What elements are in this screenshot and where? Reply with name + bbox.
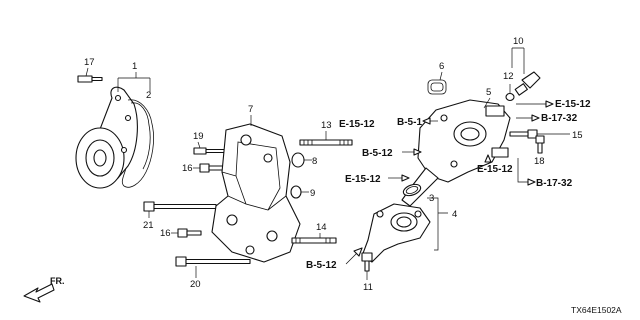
bolt-20 [175, 256, 251, 267]
callout-6: 6 [439, 61, 444, 72]
stud-14 [291, 237, 337, 244]
callout-5: 5 [486, 87, 491, 98]
mounting-bracket-7 [211, 123, 301, 263]
ref-e-15-12-mid[interactable]: E-15-12 [339, 119, 375, 130]
callout-21: 21 [143, 220, 154, 231]
ref-e-15-12-lower-right[interactable]: E-15-12 [477, 164, 513, 175]
ref-e-15-12-top-right[interactable]: E-15-12 [555, 99, 591, 110]
callout-16a: 16 [182, 163, 193, 174]
bolt-17 [77, 75, 103, 83]
callout-16b: 16 [160, 228, 171, 239]
bolt-19 [193, 147, 229, 155]
bolt-16-lower [177, 228, 202, 238]
callout-11: 11 [363, 282, 373, 293]
callout-9: 9 [310, 188, 315, 199]
callout-7: 7 [248, 104, 253, 115]
washer-12 [505, 92, 515, 102]
callout-15: 15 [572, 130, 583, 141]
callout-1: 1 [132, 61, 137, 72]
callout-19: 19 [193, 131, 204, 142]
o-ring-9 [290, 185, 302, 199]
callout-13: 13 [321, 120, 332, 131]
bolt-18 [535, 135, 545, 154]
callout-4: 4 [452, 209, 457, 220]
bolt-21 [143, 201, 217, 212]
bolt-15 [509, 129, 538, 139]
callout-17: 17 [84, 57, 95, 68]
gasket-6 [427, 79, 447, 95]
callout-8: 8 [312, 156, 317, 167]
ref-e-15-12-left[interactable]: E-15-12 [345, 174, 381, 185]
bolt-11 [361, 252, 373, 272]
callout-14: 14 [316, 222, 327, 233]
ref-b-5-1-top[interactable]: B-5-1 [397, 117, 422, 128]
callout-12: 12 [503, 71, 514, 82]
sensor-10 [514, 71, 541, 96]
o-ring-8 [291, 152, 305, 168]
thermostat-gasket-3 [402, 183, 422, 197]
diagram-code: TX64E1502A [571, 305, 622, 315]
thermostat-cover-4 [361, 203, 431, 263]
ref-b-17-32-lower[interactable]: B-17-32 [536, 178, 573, 189]
callout-20: 20 [190, 279, 201, 290]
ref-b-5-12-mid[interactable]: B-5-12 [362, 148, 393, 159]
ref-b-17-32-upper[interactable]: B-17-32 [541, 113, 578, 124]
water-pump-1 [75, 86, 138, 189]
stud-13 [299, 139, 353, 146]
front-direction-arrow-icon [23, 283, 55, 303]
ref-b-5-12-bottom[interactable]: B-5-12 [306, 260, 337, 271]
callout-10: 10 [513, 36, 524, 47]
callout-2: 2 [146, 90, 151, 101]
gasket-2 [121, 99, 154, 188]
callout-18: 18 [534, 156, 545, 167]
front-direction-label: FR. [50, 276, 65, 286]
callout-3: 3 [429, 193, 434, 204]
bolt-16-upper [199, 163, 224, 173]
